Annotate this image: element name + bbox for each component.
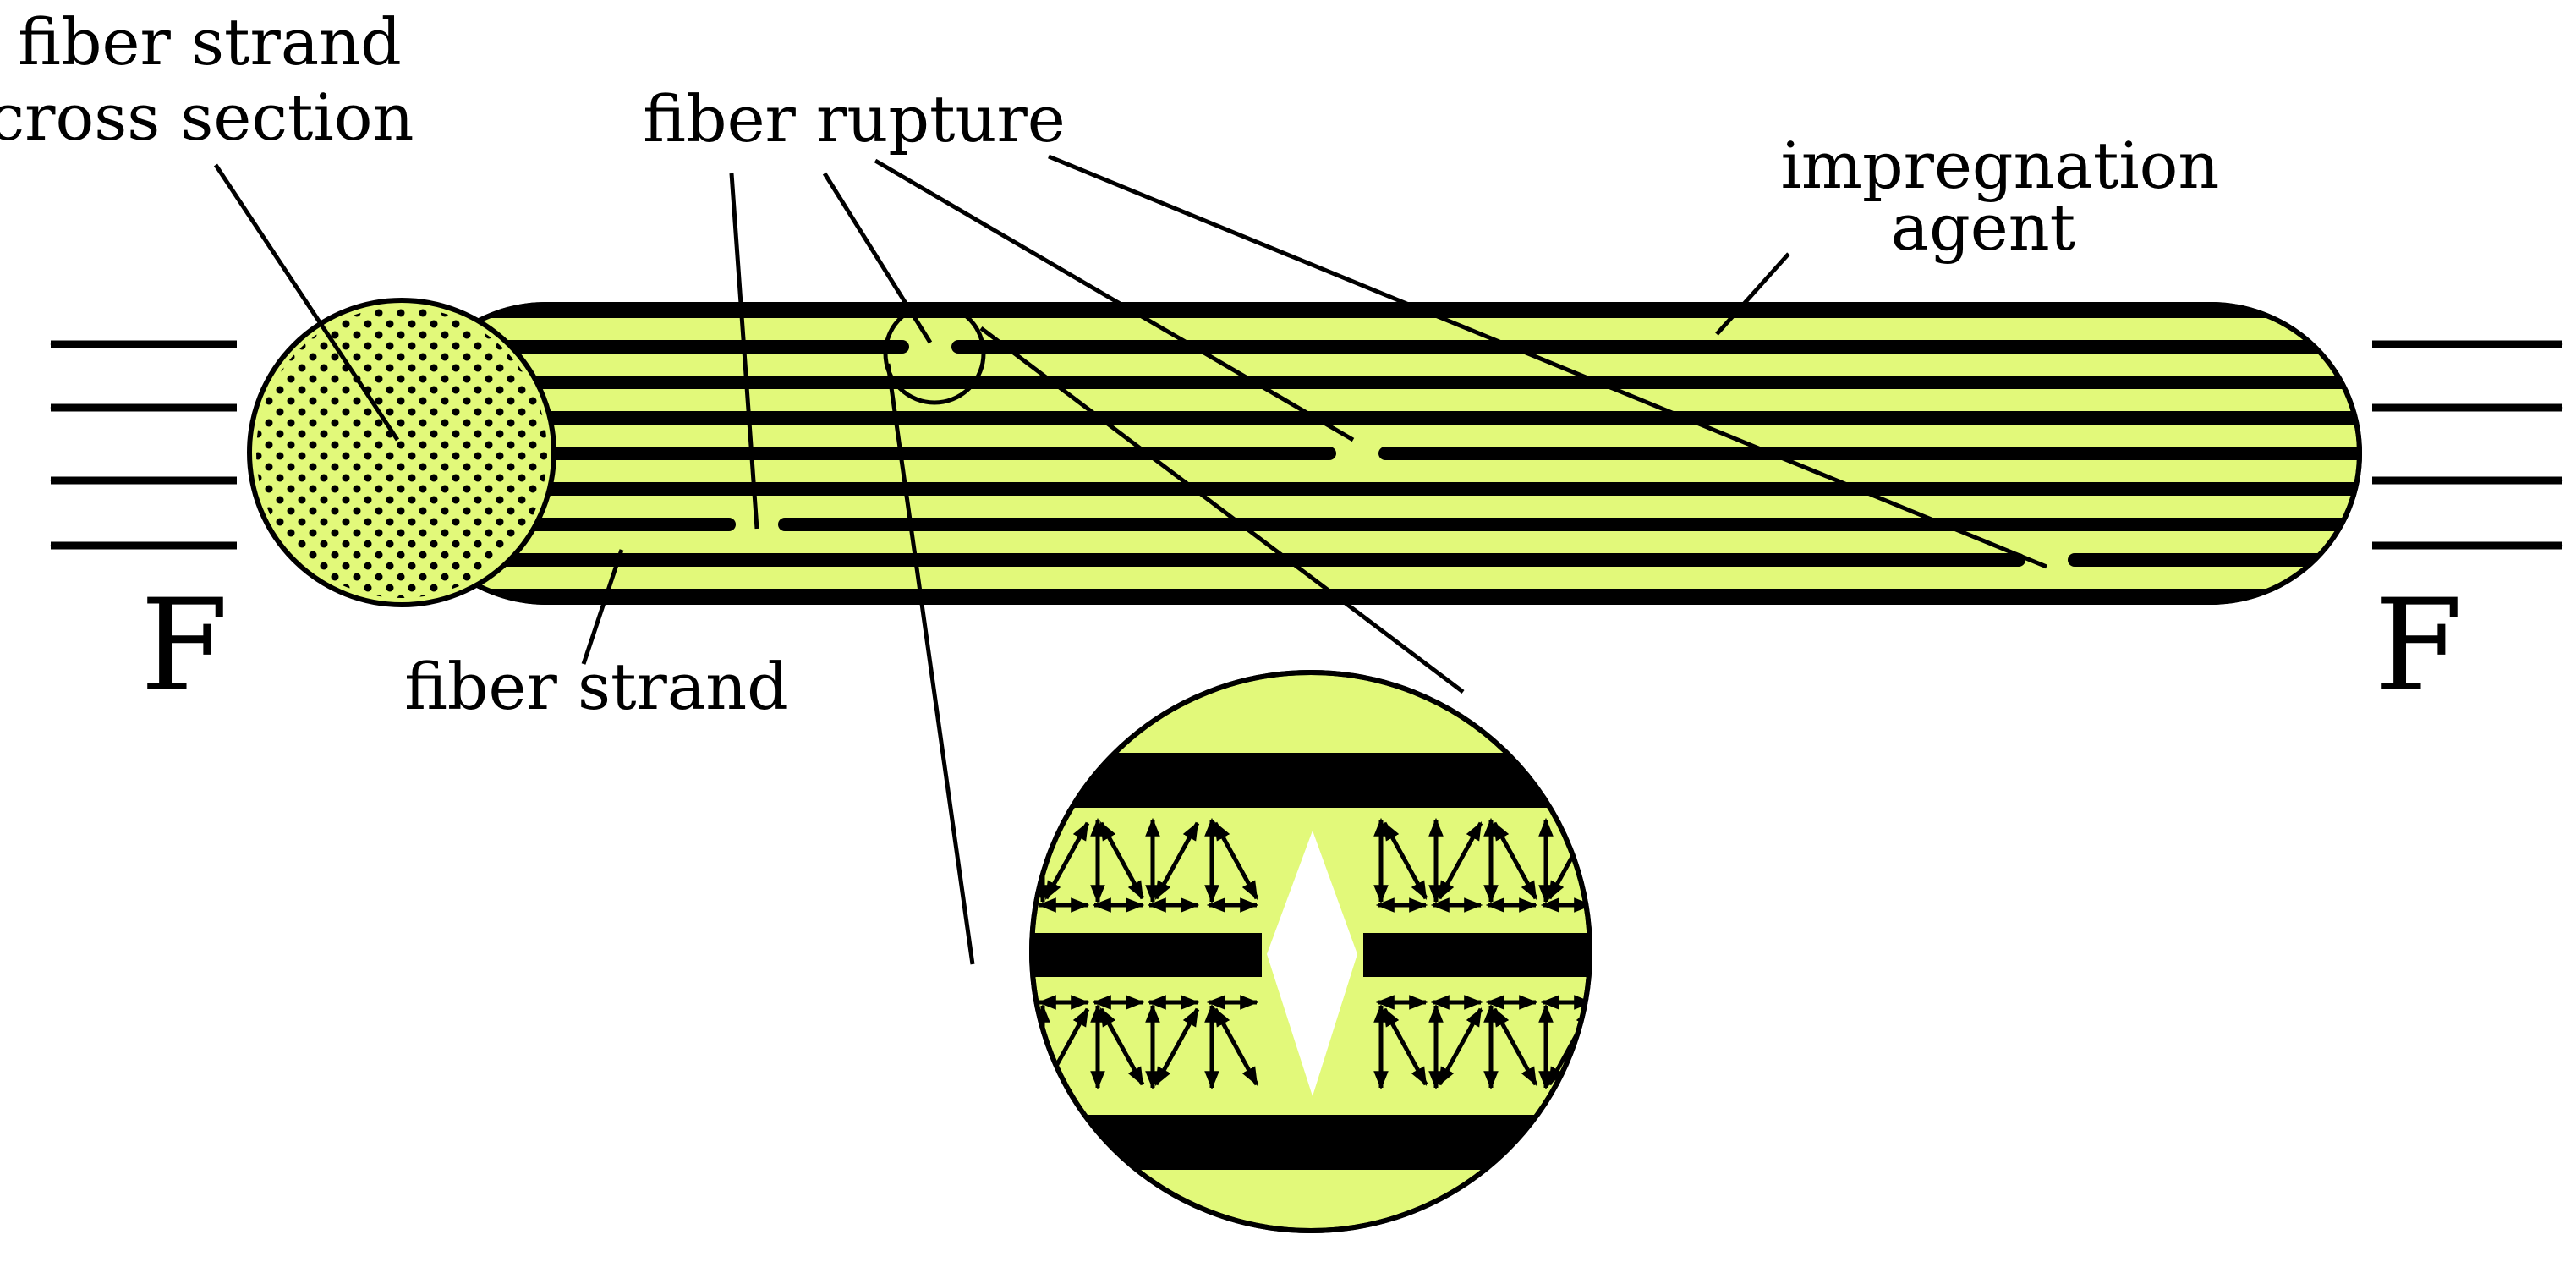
stress-arrow bbox=[1604, 1009, 1646, 1084]
fiber-line bbox=[1378, 447, 2360, 460]
leader-rupture-2 bbox=[822, 172, 933, 344]
fiber-line bbox=[397, 411, 2360, 425]
stress-arrow bbox=[1032, 1007, 1035, 1086]
fiber-lines bbox=[397, 305, 2360, 602]
stress-arrow bbox=[1604, 823, 1646, 898]
label-fiber-rupture: fiber rupture bbox=[643, 81, 1066, 156]
stress-arrow bbox=[1099, 1007, 1145, 1086]
fiber-line bbox=[397, 482, 2360, 496]
label-cross-section-2: cross section bbox=[0, 80, 414, 155]
cross-section bbox=[247, 298, 556, 607]
stress-arrow bbox=[1154, 1007, 1200, 1086]
stress-arrow bbox=[1213, 821, 1259, 900]
leader-rupture-4 bbox=[1048, 154, 2047, 569]
label-force-left: F bbox=[140, 573, 228, 720]
stress-arrow bbox=[1437, 1007, 1483, 1086]
fiber-line bbox=[778, 518, 2360, 531]
label-impregnation-1: impregnation bbox=[1781, 128, 2220, 203]
leader-lines bbox=[213, 154, 2047, 665]
fiber-line bbox=[2068, 553, 2360, 567]
leader-cross-section bbox=[213, 163, 400, 442]
stress-arrow bbox=[1032, 821, 1035, 900]
leader-rupture-3 bbox=[874, 158, 1355, 442]
label-cross-section-1: fiber strand bbox=[18, 4, 402, 80]
stress-arrow bbox=[1492, 821, 1538, 900]
fiber-line bbox=[951, 340, 2360, 354]
fiber-line bbox=[397, 447, 1336, 460]
force-arrows-right bbox=[2372, 340, 2563, 550]
leader-impregnation bbox=[1715, 252, 1790, 336]
force-arrows-left bbox=[50, 340, 237, 550]
stress-arrow bbox=[1213, 1007, 1259, 1086]
stress-arrow bbox=[1044, 821, 1090, 900]
leader-fiber-strand bbox=[581, 549, 624, 665]
label-fiber-strand: fiber strand bbox=[404, 649, 788, 724]
magnified-view bbox=[1029, 670, 1646, 1233]
magnifier-lines bbox=[885, 326, 1465, 965]
fiber-line bbox=[397, 376, 2360, 389]
rupture-void bbox=[1267, 831, 1357, 1096]
magnifier-source-circle bbox=[883, 302, 986, 405]
label-impregnation-2: agent bbox=[1891, 189, 2075, 265]
fiber-strand bbox=[395, 302, 2362, 605]
stress-arrow bbox=[1437, 821, 1483, 900]
fiber-line bbox=[397, 305, 2360, 318]
fiber-line bbox=[397, 589, 2360, 602]
fiber-line bbox=[397, 553, 2025, 567]
stress-arrow bbox=[1492, 1007, 1538, 1086]
stress-arrow bbox=[1382, 1007, 1428, 1086]
leader-rupture-1 bbox=[729, 173, 759, 530]
stress-arrow bbox=[1099, 821, 1145, 900]
stress-arrow bbox=[1154, 821, 1200, 900]
stress-arrow bbox=[1382, 821, 1428, 900]
label-force-right: F bbox=[2375, 573, 2463, 720]
